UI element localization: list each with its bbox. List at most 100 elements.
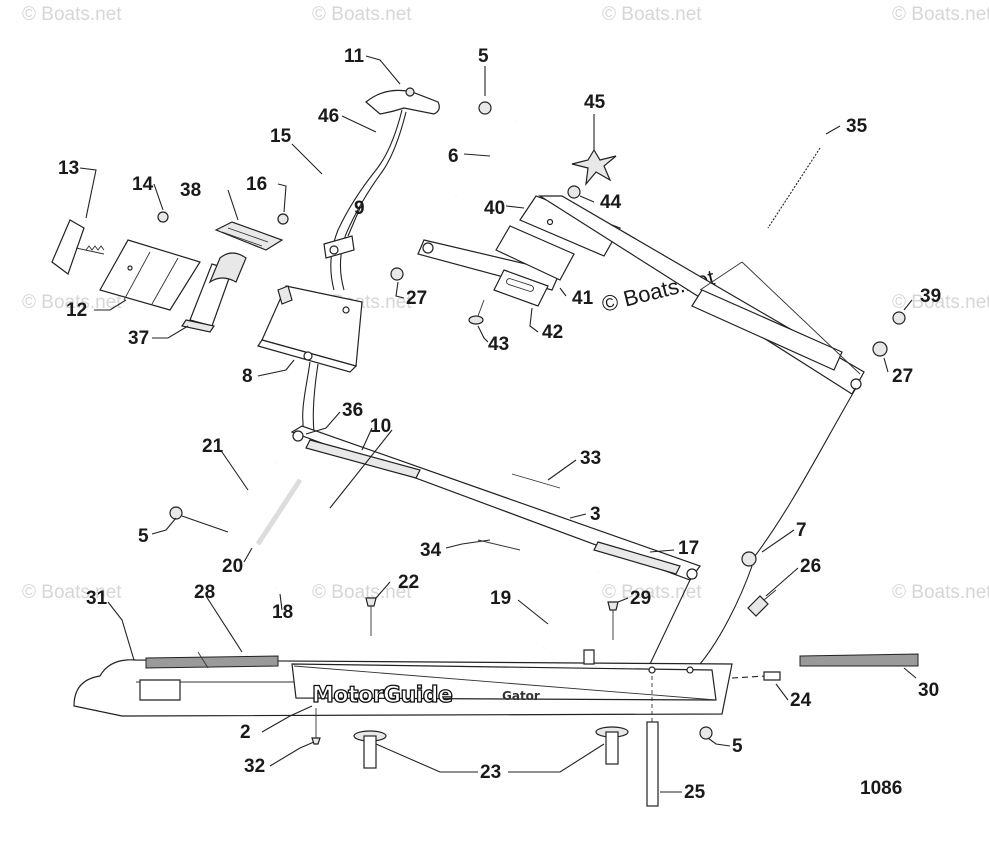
watermark: © Boats.net (22, 582, 122, 603)
callout-8: 8 (242, 366, 253, 387)
diagram-id: 1086 (860, 778, 902, 799)
upper-frame (537, 195, 865, 395)
watermark: © Boats.net (602, 4, 702, 25)
leader-lines (79, 55, 917, 793)
callout-7: 7 (796, 520, 807, 541)
watermark: © Boats.net (312, 582, 412, 603)
part-41-plate (495, 225, 575, 281)
part-35-cable (767, 147, 821, 229)
part-44-nut (567, 185, 581, 199)
callout-35: 35 (846, 116, 868, 137)
callout-36: 36 (342, 400, 363, 421)
part-11-pedal (365, 87, 440, 115)
watermark: © Boats.net (892, 292, 989, 313)
callout-17: 17 (678, 538, 699, 559)
part-23-foot (353, 730, 387, 769)
part-27-washer (872, 341, 888, 357)
callout-9: 9 (354, 198, 365, 219)
callout-5: 5 (478, 46, 489, 67)
callout-22: 22 (398, 572, 419, 593)
part-26-pin (747, 589, 777, 617)
callout-28: 28 (194, 582, 215, 603)
part-9-clip (323, 235, 355, 259)
part-5-nut (478, 101, 492, 115)
part-8-housing (257, 285, 363, 373)
part-42-slide (493, 269, 549, 307)
brand-motorguide: MotorGuide (312, 683, 452, 708)
watermark: © Boats.net (22, 4, 122, 25)
part-24-plug (763, 671, 781, 681)
part-28-strip (145, 651, 279, 669)
part-3-bar (290, 425, 701, 581)
part-39-washer (892, 311, 906, 325)
callout-29: 29 (630, 588, 651, 609)
part-40-plate (519, 195, 621, 257)
part-30-strip (799, 653, 919, 667)
part-29-screw (607, 601, 619, 640)
callout-5: 5 (138, 526, 149, 547)
part-5-nut (169, 506, 183, 520)
callout-40: 40 (484, 198, 505, 219)
part-38-spool (214, 221, 284, 251)
callout-13: 13 (58, 158, 79, 179)
callout-41: 41 (572, 288, 594, 309)
callout-15: 15 (270, 126, 292, 147)
callout-37: 37 (128, 328, 149, 349)
watermark: © Boats.net (22, 292, 122, 313)
callout-20: 20 (222, 556, 243, 577)
callout-16: 16 (246, 174, 267, 195)
callout-18: 18 (272, 602, 293, 623)
callout-3: 3 (590, 504, 601, 525)
callout-44: 44 (600, 192, 622, 213)
callout-11: 11 (344, 46, 365, 67)
callout-31: 31 (86, 588, 108, 609)
part-2-base (73, 649, 767, 717)
watermark: © Boats.net (602, 582, 702, 603)
brand-logo: MotorGuide Gator (311, 682, 540, 708)
callout-25: 25 (684, 782, 706, 803)
callout-27: 27 (406, 288, 427, 309)
callout-34: 34 (420, 540, 442, 561)
callout-45: 45 (584, 92, 606, 113)
part-27-washer (390, 267, 404, 281)
part-23-foot (595, 726, 629, 765)
part-45-knob (571, 148, 617, 186)
callout-6: 6 (448, 146, 459, 167)
callout-32: 32 (244, 756, 265, 777)
brand-gator: Gator (502, 689, 540, 703)
callout-38: 38 (180, 180, 201, 201)
callout-5: 5 (732, 736, 743, 757)
callout-43: 43 (488, 334, 509, 355)
watermark: © Boats.net (892, 4, 989, 25)
callout-10: 10 (370, 416, 391, 437)
part-37-spool (181, 252, 247, 333)
part-5-nut (699, 726, 713, 740)
part-16-screw (277, 213, 289, 225)
callout-39: 39 (920, 286, 941, 307)
callout-26: 26 (800, 556, 821, 577)
callout-labels: 11 5 46 45 35 15 13 14 38 16 6 9 40 44 1… (58, 46, 941, 803)
callout-24: 24 (790, 690, 812, 711)
part-43-screw (468, 299, 485, 325)
callout-46: 46 (318, 106, 339, 127)
part-12-plate (99, 239, 201, 311)
part-46-cable (330, 109, 403, 291)
callout-42: 42 (542, 322, 563, 343)
part-13-knob (51, 219, 105, 275)
callout-33: 33 (580, 448, 601, 469)
callout-23: 23 (480, 762, 501, 783)
callout-19: 19 (490, 588, 511, 609)
callout-14: 14 (132, 174, 154, 195)
callout-21: 21 (202, 436, 224, 457)
callout-27: 27 (892, 366, 913, 387)
watermark: © Boats.net (892, 582, 989, 603)
part-7-washer (741, 551, 757, 567)
callout-12: 12 (66, 300, 87, 321)
part-25-post (646, 676, 659, 807)
part-14-washer (157, 211, 169, 223)
callout-2: 2 (240, 722, 251, 743)
watermark: © Boats.net (312, 4, 412, 25)
part-22-screw (365, 597, 377, 636)
